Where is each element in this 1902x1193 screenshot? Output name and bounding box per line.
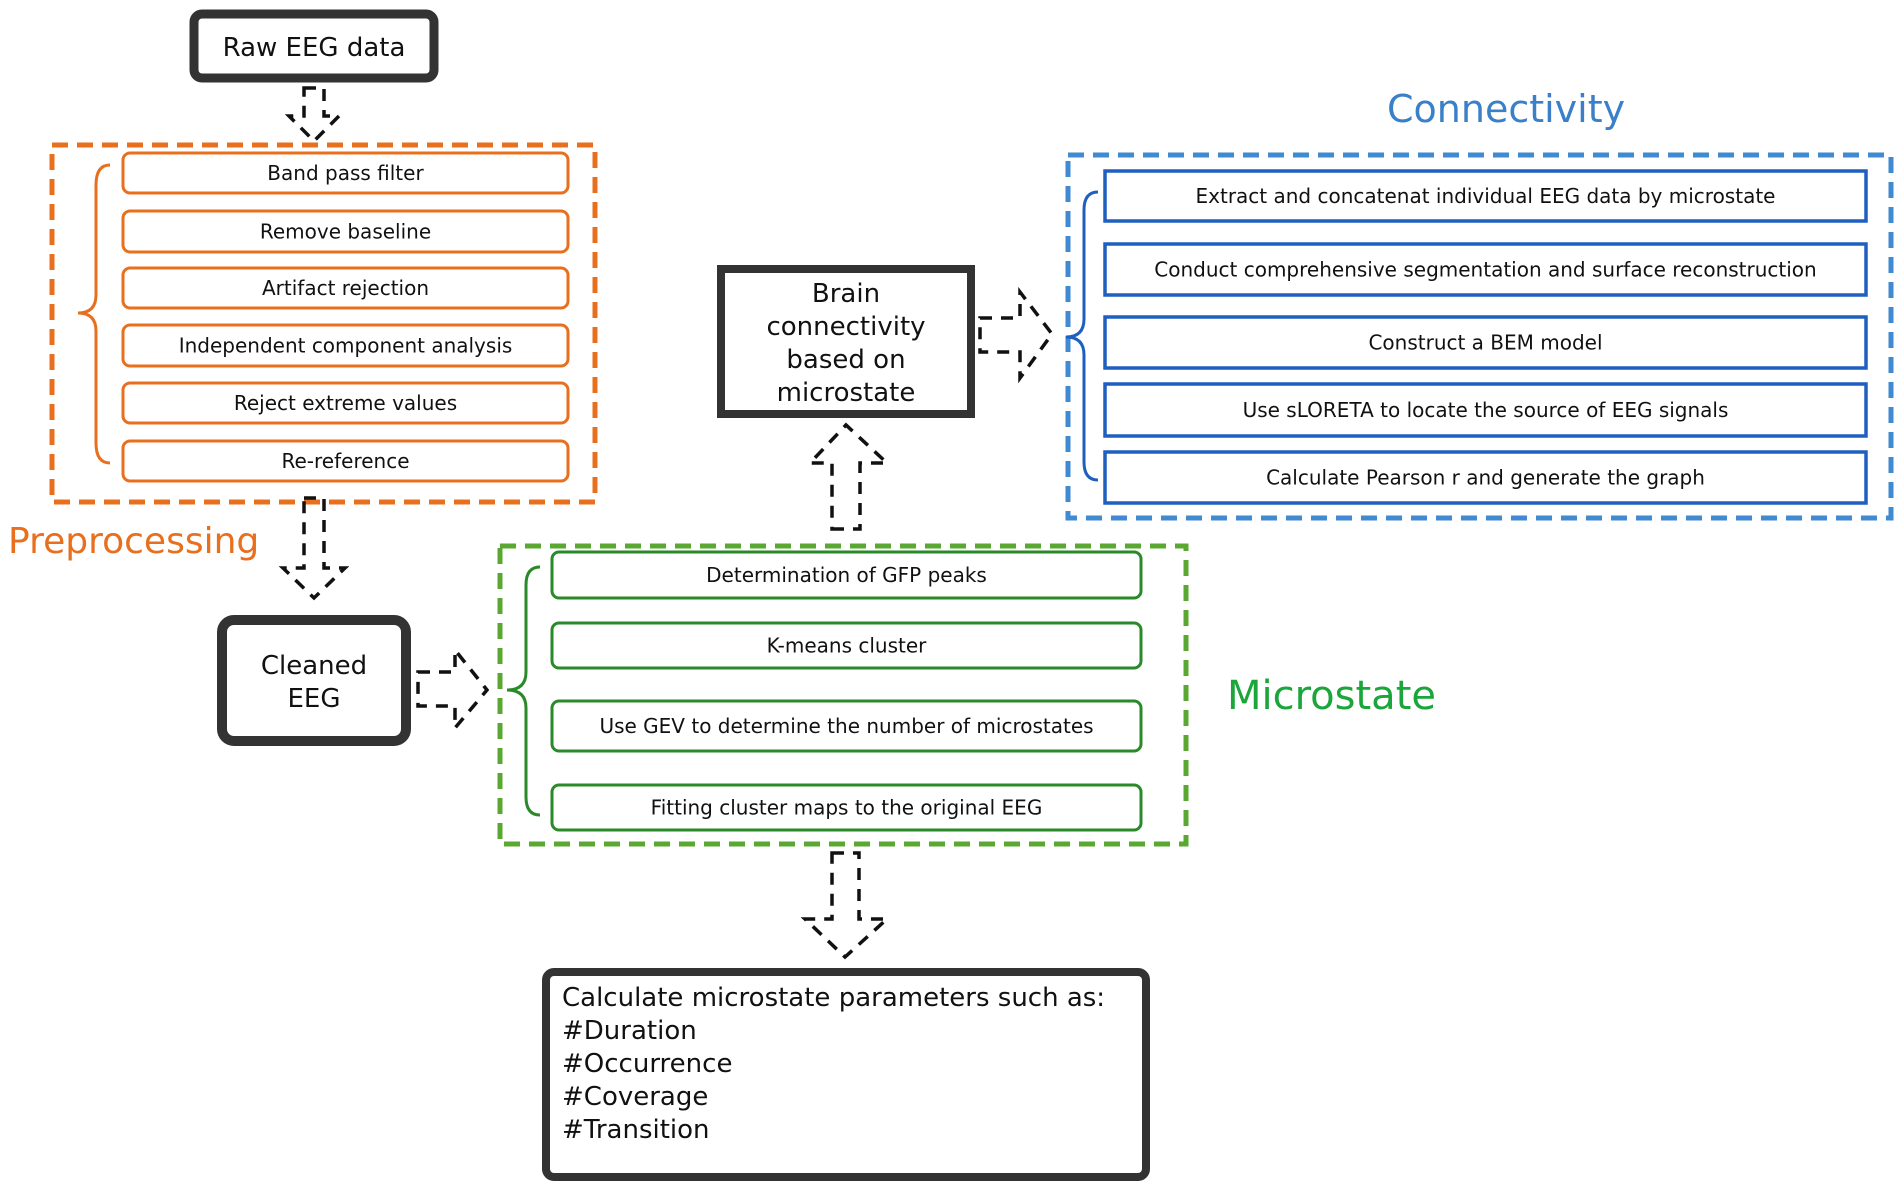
cleaned-eeg-label-line2: EEG (287, 684, 340, 714)
arrow-cleaned-to-microstate (416, 645, 490, 733)
arrow-microstate-to-brain (805, 422, 892, 531)
brain-label-line4: microstate (777, 378, 916, 408)
brain-label-line2: connectivity (766, 312, 925, 342)
result-line-4: #Coverage (562, 1082, 708, 1112)
step-label: Construct a BEM model (1368, 331, 1602, 355)
step-label: Independent component analysis (179, 334, 513, 358)
step-box (121, 323, 570, 368)
step-box (121, 266, 570, 310)
preprocessing-brace (77, 163, 111, 465)
microstate-title: Microstate (1227, 673, 1436, 719)
step-box (1103, 169, 1868, 223)
step-box (121, 209, 570, 254)
brain-label-line3: based on (786, 345, 905, 375)
arrow-microstate-to-result (800, 851, 892, 960)
connectivity-section: Connectivity Extract and concatenat indi… (1065, 87, 1894, 521)
connectivity-title: Connectivity (1387, 87, 1625, 131)
cleaned-eeg-label-line1: Cleaned (261, 651, 367, 681)
brain-label-line1: Brain (812, 279, 880, 309)
step-label: Remove baseline (260, 220, 431, 244)
step-label: Extract and concatenat individual EEG da… (1196, 184, 1776, 208)
step-label: Fitting cluster maps to the original EEG (651, 796, 1043, 820)
step-box (1103, 242, 1868, 297)
result-line-3: #Occurrence (562, 1049, 732, 1079)
arrow-preprocessing-to-cleaned (278, 496, 350, 601)
connectivity-step-4: Use sLORETA to locate the source of EEG … (1103, 382, 1868, 438)
step-label: Use GEV to determine the number of micro… (599, 714, 1093, 738)
step-label: Conduct comprehensive segmentation and s… (1154, 258, 1816, 282)
step-box (550, 783, 1143, 832)
step-box (1103, 382, 1868, 438)
step-box (121, 381, 570, 425)
step-label: Artifact rejection (262, 276, 429, 300)
arrow-brain-to-connectivity (978, 286, 1055, 384)
connectivity-step-3: Construct a BEM model (1103, 315, 1868, 370)
preprocessing-step-5: Reject extreme values (121, 381, 570, 425)
result-line-5: #Transition (562, 1115, 710, 1145)
raw-eeg-label: Raw EEG data (223, 33, 406, 63)
step-box (550, 550, 1143, 600)
step-box (121, 439, 570, 483)
result-line-2: #Duration (562, 1016, 697, 1046)
arrow-raw-to-preprocessing (284, 86, 344, 144)
microstate-step-2: K-means cluster (550, 621, 1143, 670)
result-line-1: Calculate microstate parameters such as: (562, 983, 1105, 1013)
step-box (550, 621, 1143, 670)
microstate-brace (506, 565, 541, 817)
connectivity-step-1: Extract and concatenat individual EEG da… (1103, 169, 1868, 223)
step-label: K-means cluster (767, 634, 928, 658)
microstate-step-1: Determination of GFP peaks (550, 550, 1143, 600)
step-box (121, 151, 570, 195)
cleaned-eeg-node: Cleaned EEG (217, 615, 411, 746)
step-label: Reject extreme values (234, 391, 457, 415)
preprocessing-step-1: Band pass filter (121, 151, 570, 195)
step-label: Calculate Pearson r and generate the gra… (1266, 466, 1705, 490)
preprocessing-title: Preprocessing (8, 521, 259, 562)
preprocessing-step-3: Artifact rejection (121, 266, 570, 310)
microstate-step-3: Use GEV to determine the number of micro… (550, 699, 1143, 753)
preprocessing-step-4: Independent component analysis (121, 323, 570, 368)
step-box (550, 699, 1143, 753)
connectivity-brace (1065, 190, 1099, 482)
step-label: Band pass filter (267, 161, 424, 185)
microstate-frame (497, 543, 1189, 847)
microstate-parameters-node: Calculate microstate parameters such as:… (542, 968, 1150, 1181)
brain-connectivity-node: Brain connectivity based on microstate (717, 265, 975, 418)
connectivity-step-2: Conduct comprehensive segmentation and s… (1103, 242, 1868, 297)
step-box (1103, 450, 1868, 505)
step-box (1103, 315, 1868, 370)
preprocessing-step-2: Remove baseline (121, 209, 570, 254)
microstate-step-4: Fitting cluster maps to the original EEG (550, 783, 1143, 832)
connectivity-step-5: Calculate Pearson r and generate the gra… (1103, 450, 1868, 505)
step-label: Re-reference (281, 449, 409, 473)
preprocessing-step-6: Re-reference (121, 439, 570, 483)
raw-eeg-node: Raw EEG data (189, 9, 439, 83)
step-label: Use sLORETA to locate the source of EEG … (1243, 398, 1729, 422)
step-label: Determination of GFP peaks (706, 563, 987, 587)
